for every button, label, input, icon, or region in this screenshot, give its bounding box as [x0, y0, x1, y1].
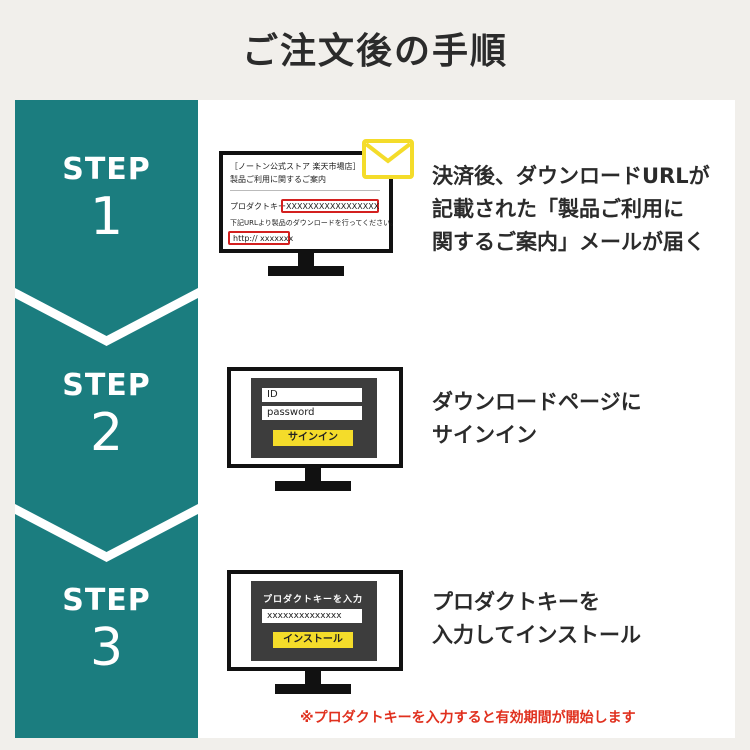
step-1-word: STEP	[62, 152, 151, 187]
step-3-description: プロダクトキーを 入力してインストール	[432, 586, 641, 652]
step-3-desc-line: 入力してインストール	[432, 623, 641, 647]
step-2-description: ダウンロードページに サインイン	[432, 386, 642, 452]
step-column	[15, 100, 198, 738]
step-3-chevron	[15, 514, 198, 738]
monitor-base	[275, 481, 351, 491]
step-2-label: STEP 2	[15, 368, 198, 463]
page-title: ご注文後の手順	[241, 31, 508, 72]
step-1-description: 決済後、ダウンロードURLが 記載された「製品ご利用に 関するご案内」メールが届…	[432, 160, 710, 259]
id-field[interactable]: ID	[262, 388, 362, 402]
key-value-box: XXXXXXXXXXXXXXXXX	[281, 199, 379, 213]
password-field[interactable]: password	[262, 406, 362, 420]
step-2-word: STEP	[62, 368, 151, 403]
monitor-base	[268, 266, 344, 276]
key-label: プロダクトキー	[230, 202, 286, 211]
step-3-number: 3	[89, 618, 124, 678]
step-1-number: 1	[89, 187, 124, 247]
step-2-chevron	[15, 298, 198, 552]
install-panel-title: プロダクトキーを入力	[263, 595, 364, 605]
step-1-chevron	[15, 100, 198, 336]
monitor-base	[275, 684, 351, 694]
download-text: 下記URLより製品のダウンロードを行ってください。	[230, 219, 398, 227]
step-2-number: 2	[89, 403, 124, 463]
mail-line-2: 製品ご利用に関するご案内	[230, 175, 326, 184]
step-2-desc-line: サインイン	[432, 423, 537, 447]
url-box: http:// xxxxxxx	[228, 231, 293, 245]
monitor-stand	[305, 671, 321, 685]
signin-button[interactable]: サインイン	[273, 430, 353, 446]
step-1-desc-line: 決済後、ダウンロードURLが	[432, 164, 710, 188]
step-1-desc-line: 記載された「製品ご利用に	[432, 197, 684, 221]
envelope-icon	[362, 139, 414, 179]
step-1-desc-line: 関するご案内」メールが届く	[432, 230, 705, 254]
monitor-stand	[305, 468, 321, 482]
monitor-stand	[298, 253, 314, 267]
step-3-word: STEP	[62, 583, 151, 618]
activation-note: ※プロダクトキーを入力すると有効期間が開始します	[300, 710, 636, 726]
step-3-desc-line: プロダクトキーを	[432, 590, 600, 614]
step-2-desc-line: ダウンロードページに	[432, 390, 642, 414]
mail-line-1: ［ノートン公式ストア 楽天市場店］	[230, 162, 361, 171]
install-button[interactable]: インストール	[273, 632, 353, 648]
step-3-label: STEP 3	[15, 583, 198, 678]
step-1-label: STEP 1	[15, 152, 198, 247]
mail-divider	[230, 190, 380, 191]
product-key-field[interactable]: xxxxxxxxxxxxxx	[262, 609, 362, 623]
